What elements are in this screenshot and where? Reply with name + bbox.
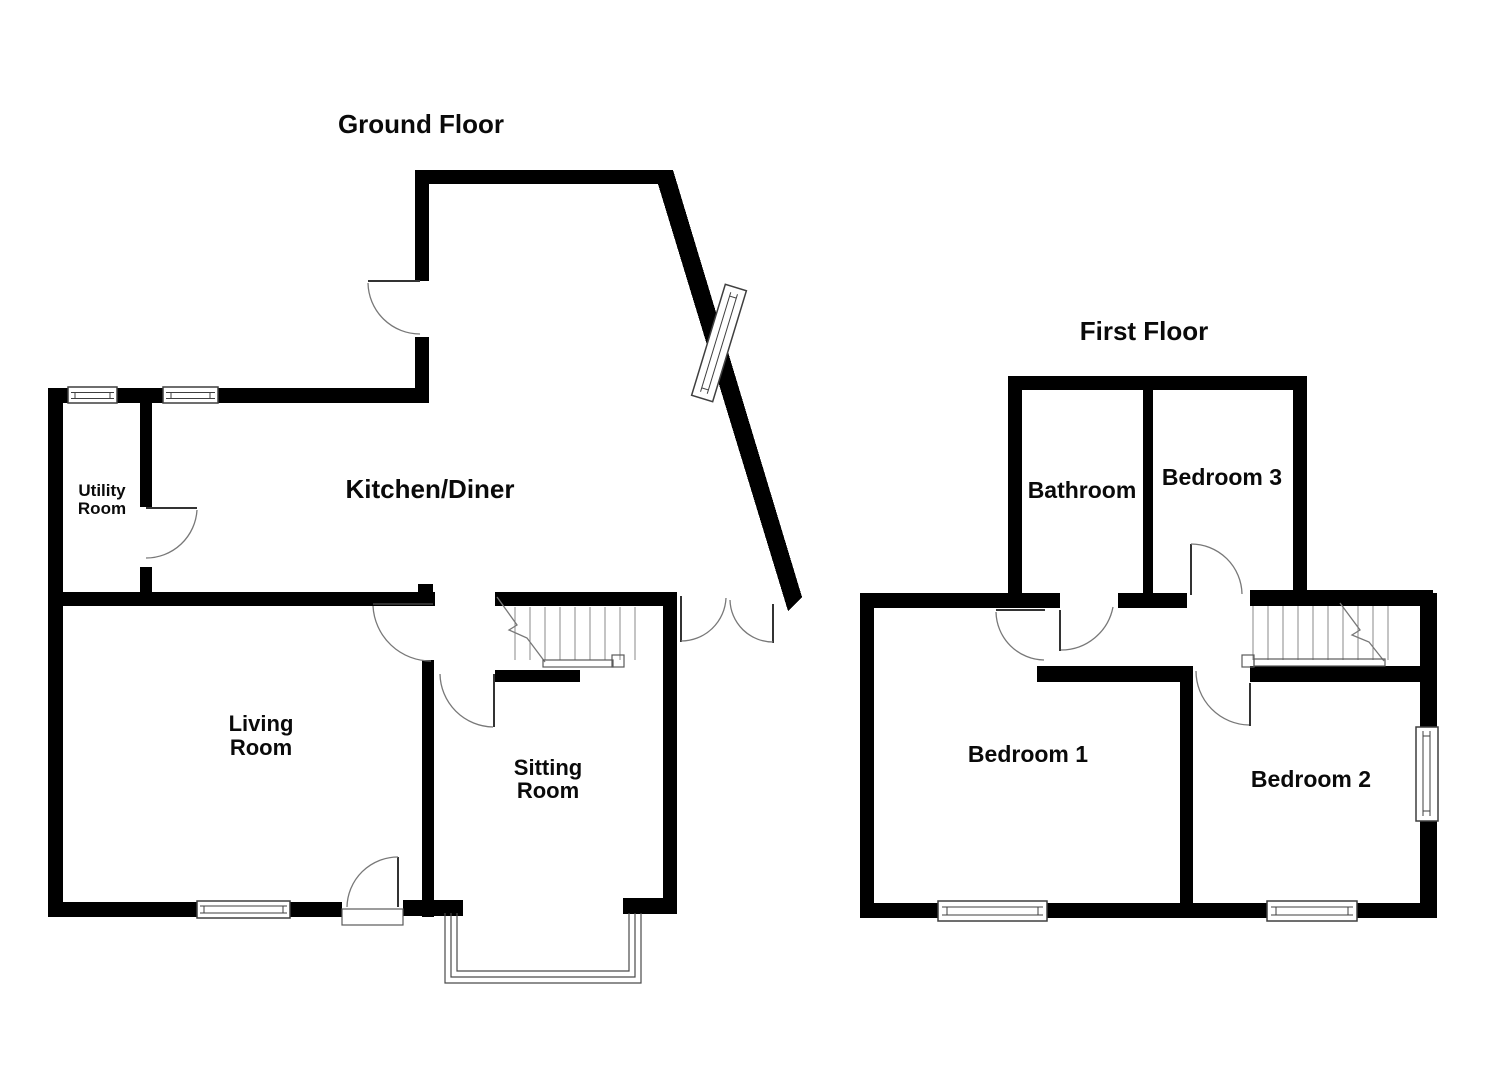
wall-segment (860, 593, 874, 918)
wall-segment (1420, 593, 1437, 728)
wall-segment (1250, 666, 1420, 682)
wall-segment (1180, 666, 1193, 918)
sitting-room-door (439, 673, 495, 728)
stair-direction-arrow (496, 596, 546, 663)
wall-segment (663, 592, 677, 913)
room-label-bedroom1: Bedroom 1 (968, 741, 1088, 767)
bedroom3-door (1190, 543, 1243, 595)
stair-newel (611, 654, 625, 668)
first-floor-doors (995, 543, 1251, 726)
ground-floor-windows (67, 283, 748, 984)
window (162, 386, 219, 404)
angled-wall (657, 170, 802, 611)
wall-segment (495, 592, 677, 606)
wall-segment (1008, 376, 1307, 390)
ground-floor-doors (145, 280, 774, 908)
wall-segment (1037, 666, 1193, 682)
french-doors (680, 596, 774, 643)
window (937, 900, 1048, 922)
bay-window (444, 913, 642, 984)
wall-segment (403, 900, 463, 916)
wall-segment (422, 660, 434, 917)
wall-segment (1118, 593, 1187, 608)
first-floor-plan: First Floor (860, 316, 1439, 922)
wall-segment (1293, 376, 1307, 606)
ground-floor-title: Ground Floor (338, 109, 504, 139)
wall-segment (63, 592, 435, 606)
utility-room-door (145, 507, 198, 559)
wall-segment (1143, 390, 1153, 593)
room-label-kitchen-diner: Kitchen/Diner (345, 474, 514, 504)
bedroom2-door (1195, 670, 1251, 726)
wall-segment (48, 388, 429, 403)
wall-segment (1008, 376, 1022, 608)
room-label-bathroom: Bathroom (1028, 477, 1137, 503)
room-label-utility-line1: Utility (78, 481, 126, 500)
wall-segment (48, 388, 63, 917)
wall-segment (623, 898, 677, 914)
wall-segment (140, 403, 152, 507)
stair-treads (514, 607, 636, 660)
ground-floor-walls (48, 170, 802, 917)
bedroom1-door (995, 609, 1045, 661)
ground-floor-staircase (496, 596, 636, 668)
stair-stringer (1253, 658, 1386, 667)
room-label-living-line2: Room (230, 735, 292, 760)
wall-segment (415, 337, 429, 403)
room-label-utility-line2: Room (78, 499, 126, 518)
wall-segment (415, 170, 672, 184)
front-door (346, 856, 399, 908)
ground-floor-plan: Ground Floor (48, 109, 802, 984)
wall-segment (495, 670, 580, 682)
window (1415, 726, 1439, 822)
wall-segment (48, 902, 342, 917)
stair-treads (1252, 606, 1389, 660)
stair-direction-arrow (1339, 602, 1385, 662)
front-door-threshold (341, 908, 404, 926)
first-floor-title: First Floor (1080, 316, 1209, 346)
window (1266, 900, 1358, 922)
wall-segment (860, 593, 1060, 608)
room-label-bedroom2: Bedroom 2 (1251, 766, 1371, 792)
side-door (367, 280, 421, 335)
window (67, 386, 118, 404)
stair-newel (1241, 654, 1255, 668)
wall-segment (1250, 590, 1433, 606)
wall-segment (418, 584, 433, 592)
angled-window (690, 283, 748, 403)
room-label-sitting-line2: Room (517, 778, 579, 803)
stair-stringer (542, 659, 614, 668)
wall-segment (415, 170, 429, 281)
kitchen-living-door (372, 603, 433, 662)
room-label-sitting-line1: Sitting (514, 755, 582, 780)
window (196, 900, 291, 919)
bathroom-door (1059, 606, 1114, 651)
first-floor-staircase (1241, 602, 1389, 668)
first-floor-windows (937, 726, 1439, 922)
first-floor-walls (860, 376, 1437, 918)
room-label-living-line1: Living (229, 711, 294, 736)
wall-segment (1420, 820, 1437, 918)
room-label-bedroom3: Bedroom 3 (1162, 464, 1282, 490)
